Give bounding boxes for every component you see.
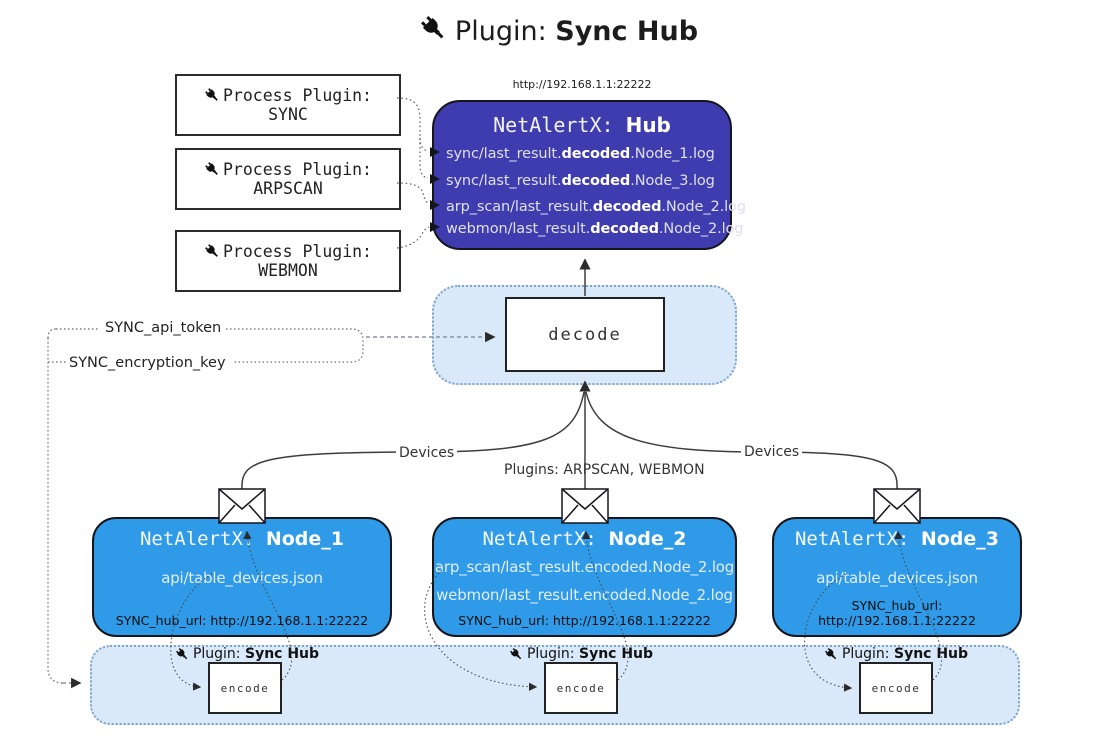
title-bold: Sync Hub	[555, 16, 699, 47]
hub-title-prefix: NetAlertX:	[493, 113, 626, 137]
node1-box: NetAlertX: Node_1 api/table_devices.json…	[92, 517, 392, 637]
hub-box: NetAlertX: Hub sync/last_result.decoded.…	[432, 100, 746, 250]
plugins-edge-label: Plugins: ARPSCAN, WEBMON	[504, 462, 705, 478]
process-plugin-label: Process Plugin:	[222, 242, 372, 261]
process-plugin-arpscan-box: Process Plugin: ARPSCAN	[175, 148, 401, 210]
hub-log-entry: sync/last_result.decoded.Node_3.log	[446, 173, 715, 189]
node3-title: NetAlertX: Node_3	[794, 528, 999, 550]
hub-log-entry: webmon/last_result.decoded.Node_2.log	[446, 221, 744, 237]
decode-label: decode	[548, 324, 622, 345]
encode-box-2: encode	[544, 662, 618, 714]
plug-icon	[204, 161, 221, 178]
band-plugin-label-1: Plugin: Sync Hub	[162, 646, 332, 662]
band-plugin-label-3: Plugin: Sync Hub	[811, 646, 981, 662]
node2-file: arp_scan/last_result.encoded.Node_2.log	[434, 558, 735, 576]
encode-box-3: encode	[859, 662, 933, 714]
hub-title-bold: Hub	[625, 113, 671, 137]
encode-box-1: encode	[208, 662, 282, 714]
hub-log-entry: sync/last_result.decoded.Node_1.log	[446, 146, 715, 162]
node2-box: NetAlertX: Node_2 arp_scan/last_result.e…	[432, 517, 737, 637]
plug-icon	[419, 14, 449, 44]
title-prefix: Plugin:	[454, 16, 556, 47]
node1-title: NetAlertX: Node_1	[139, 528, 344, 550]
node1-file: api/table_devices.json	[161, 569, 323, 587]
node3-box: NetAlertX: Node_3 api/table_devices.json…	[772, 517, 1022, 637]
node2-file: webmon/last_result.encoded.Node_2.log	[436, 586, 733, 604]
hub-title: NetAlertX: Hub	[434, 113, 730, 137]
hub-url: http://192.168.1.1:22222	[512, 78, 652, 91]
plugin-to-hub-wires	[396, 97, 430, 249]
plug-icon	[509, 647, 524, 662]
decode-box: decode	[505, 297, 665, 372]
process-plugin-name: WEBMON	[258, 261, 318, 280]
node2-hub-url: SYNC_hub_url: http://192.168.1.1:22222	[458, 613, 711, 628]
hub-log-entry: arp_scan/last_result.decoded.Node_2.log	[446, 199, 746, 215]
process-plugin-name: ARPSCAN	[253, 179, 323, 198]
sync-encryption-key-label: SYNC_encryption_key	[66, 355, 229, 371]
node1-hub-url: SYNC_hub_url: http://192.168.1.1:22222	[115, 613, 369, 628]
node3-hub-url: SYNC_hub_url: http://192.168.1.1:22222	[818, 598, 976, 628]
plug-icon	[824, 647, 839, 662]
plug-icon	[204, 243, 221, 260]
devices-left-label: Devices	[396, 445, 458, 461]
node2-title: NetAlertX: Node_2	[482, 528, 687, 550]
band-plugin-label-2: Plugin: Sync Hub	[496, 646, 666, 662]
process-plugin-webmon-box: Process Plugin: WEBMON	[175, 230, 401, 292]
node3-file: api/table_devices.json	[816, 569, 978, 587]
devices-right-label: Devices	[741, 444, 803, 460]
process-plugin-label: Process Plugin:	[222, 160, 372, 179]
process-plugin-name: SYNC	[268, 105, 308, 124]
plug-icon	[204, 87, 221, 104]
sync-api-token-label: SYNC_api_token	[102, 320, 225, 336]
process-plugin-label: Process Plugin:	[222, 86, 372, 105]
page-title: Plugin: Sync Hub	[0, 14, 1117, 47]
process-plugin-sync-box: Process Plugin: SYNC	[175, 74, 401, 136]
plug-icon	[175, 647, 190, 662]
